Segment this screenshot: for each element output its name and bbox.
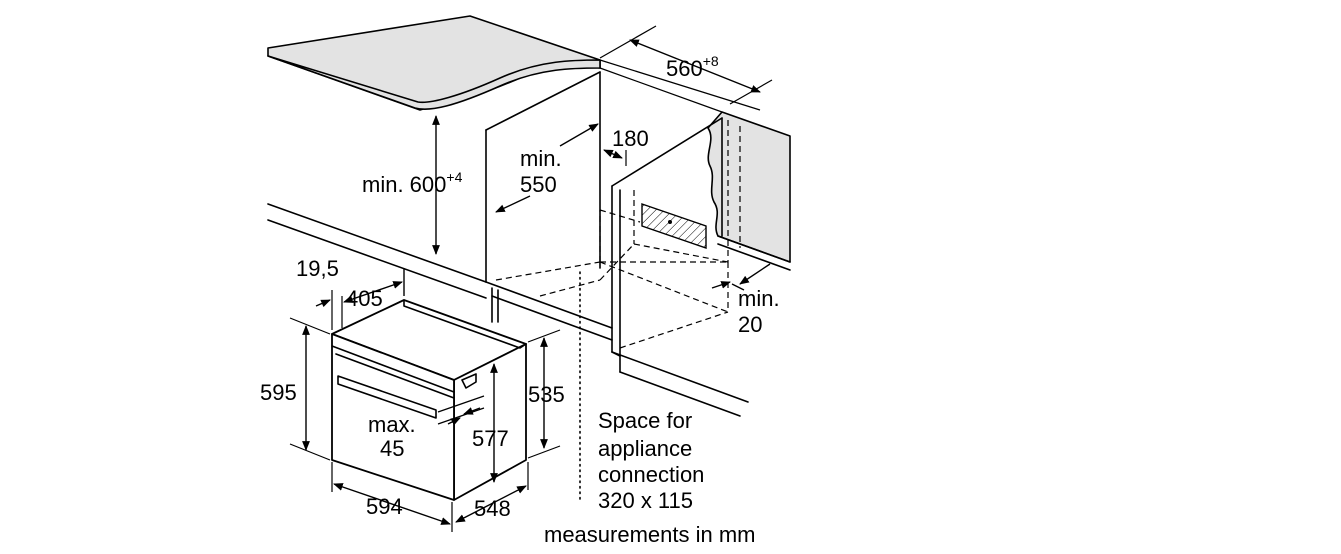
label-rear-gap-value: 20 (738, 312, 762, 337)
label-inner-height: 577 (472, 426, 509, 451)
note-connection-2: appliance (598, 436, 692, 461)
note-connection-4: 320 x 115 (598, 488, 693, 513)
label-front-offset: 19,5 (296, 256, 339, 281)
label-oven-depth: 548 (474, 496, 511, 521)
label-handle-max-value: 45 (380, 436, 404, 461)
label-niche-height: min. 600+4 (362, 169, 463, 197)
oven (331, 299, 527, 501)
connection-box (641, 203, 707, 249)
label-back-gap: 180 (612, 126, 649, 151)
label-niche-width: 560+8 (666, 53, 719, 81)
worktop-right (707, 111, 791, 271)
label-niche-min: min. (520, 146, 562, 171)
label-niche-min-value: 550 (520, 172, 557, 197)
dimension-labels: 560+8 180 min. 600+4 min. 550 19,5 405 5… (260, 53, 780, 521)
note-units: measurements in mm (544, 522, 756, 547)
label-body-height: 535 (528, 382, 565, 407)
label-depth-405: 405 (346, 286, 383, 311)
note-connection-3: connection (598, 462, 704, 487)
label-oven-height: 595 (260, 380, 297, 405)
label-handle-max: max. (368, 412, 416, 437)
note-connection-1: Space for (598, 408, 692, 433)
label-rear-gap: min. (738, 286, 780, 311)
label-oven-width: 594 (366, 494, 403, 519)
worktop-left (267, 15, 601, 111)
dimension-lines (289, 25, 773, 532)
notes: Space for appliance connection 320 x 115… (544, 408, 756, 547)
